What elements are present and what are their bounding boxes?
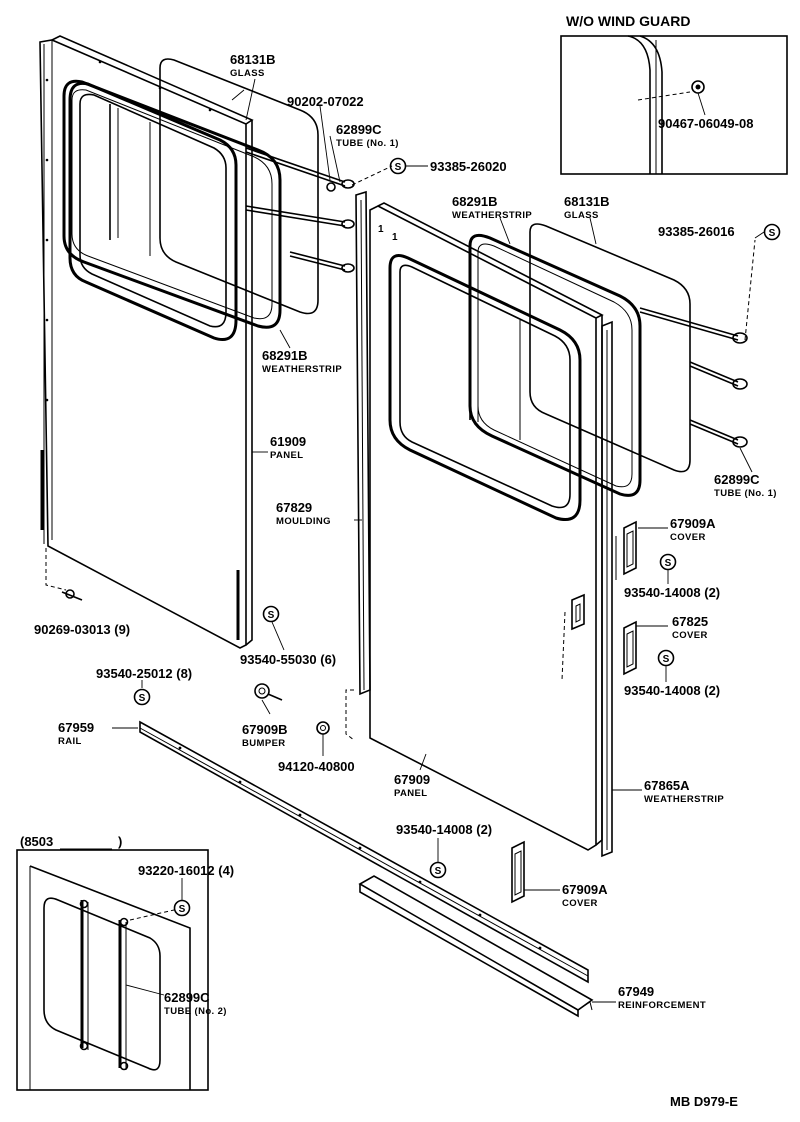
label-67909a-upper-no: 67909A: [670, 516, 716, 531]
label-68291b-rear-name: WEATHERSTRIP: [262, 364, 342, 375]
label-67909a-lower-name: COVER: [562, 898, 598, 909]
screw-symbol-93540-25012: S: [133, 688, 151, 706]
label-93385-26016: 93385-26016: [658, 224, 735, 239]
label-67909b-no: 67909B: [242, 722, 288, 737]
label-61909-no: 61909: [270, 434, 306, 449]
rail: [139, 720, 589, 984]
label-68131b-front-name: GLASS: [564, 210, 599, 221]
screw-symbol-93540-55030: S: [262, 605, 280, 623]
label-93385-26020: 93385-26020: [430, 159, 507, 174]
label-67959-no: 67959: [58, 720, 94, 735]
label-90202-07022: 90202-07022: [287, 94, 364, 109]
label-62899c-rear-name: TUBE (No. 1): [336, 138, 399, 149]
label-67949-name: REINFORCEMENT: [618, 1000, 706, 1011]
inset-8503-part2-no: 62899C: [164, 990, 210, 1005]
inset-8503: (8503 ) S 93220-16012 (4) 62899C TUBE (N…: [16, 834, 234, 1091]
screw-symbol-93385-26016: S: [763, 223, 781, 241]
label-94120-40800: 94120-40800: [278, 759, 355, 774]
label-67909a-upper-name: COVER: [670, 532, 706, 543]
bumper: [254, 683, 283, 701]
label-67825-no: 67825: [672, 614, 708, 629]
labels: 68131B GLASS 90202-07022 62899C TUBE (No…: [34, 52, 777, 1011]
label-67909-name: PANEL: [394, 788, 428, 799]
svg-text:S: S: [665, 558, 672, 569]
label-62899c-front-name: TUBE (No. 1): [714, 488, 777, 499]
svg-text:): ): [118, 834, 122, 849]
front-glass: [529, 223, 691, 473]
svg-text:1: 1: [378, 224, 384, 235]
reinforcement: [358, 875, 594, 1018]
rear-panel-screw: [45, 548, 83, 601]
label-61909-name: PANEL: [270, 450, 304, 461]
label-90269-03013: 90269-03013 (9): [34, 622, 130, 637]
screw-symbol-93385-26020: S: [389, 157, 407, 175]
label-67909a-lower-no: 67909A: [562, 882, 608, 897]
svg-text:1: 1: [392, 232, 398, 243]
label-67829-name: MOULDING: [276, 516, 331, 527]
screw-symbol-93540-14008-b: S: [657, 649, 675, 667]
label-93540-14008-a: 93540-14008 (2): [624, 585, 720, 600]
label-68291b-front-no: 68291B: [452, 194, 498, 209]
label-93540-55030: 93540-55030 (6): [240, 652, 336, 667]
rear-glass: [159, 58, 319, 315]
label-67959-name: RAIL: [58, 736, 82, 747]
label-67865a-no: 67865A: [644, 778, 690, 793]
label-67829-no: 67829: [276, 500, 312, 515]
inset-8503-title: (8503: [20, 834, 53, 849]
cover-67825: [623, 620, 637, 676]
label-93540-14008-b: 93540-14008 (2): [624, 683, 720, 698]
front-weatherstrip: [468, 233, 642, 497]
inset-wind-guard-title: W/O WIND GUARD: [566, 13, 690, 29]
front-door-panel: 1 1: [369, 202, 604, 851]
leader-lines: [112, 78, 765, 1003]
inset-wind-guard: W/O WIND GUARD 90467-06049-08: [560, 13, 788, 175]
moulding: [345, 190, 371, 741]
label-68291b-front-name: WEATHERSTRIP: [452, 210, 532, 221]
label-67909b-name: BUMPER: [242, 738, 286, 749]
svg-text:S: S: [435, 866, 442, 877]
cover-67909a-lower: [511, 840, 525, 904]
cover-67909a-upper: [615, 520, 637, 580]
inset-8503-part1: 93220-16012 (4): [138, 863, 234, 878]
inset-wind-guard-part: 90467-06049-08: [658, 116, 753, 131]
nut: [316, 721, 330, 735]
label-68131b-rear-name: GLASS: [230, 68, 265, 79]
svg-text:S: S: [395, 162, 402, 173]
front-tubes: [639, 239, 756, 448]
inset-8503-part2-name: TUBE (No. 2): [164, 1006, 227, 1017]
label-67909-no: 67909: [394, 772, 430, 787]
label-67865a-name: WEATHERSTRIP: [644, 794, 724, 805]
rear-tubes: [245, 147, 393, 273]
label-62899c-front-no: 62899C: [714, 472, 760, 487]
screw-symbol-93540-14008-a: S: [659, 553, 677, 571]
diagram-code: MB D979-E: [670, 1094, 738, 1109]
rear-weatherstrip: [62, 79, 282, 329]
svg-text:S: S: [139, 693, 146, 704]
svg-text:S: S: [663, 654, 670, 665]
svg-text:S: S: [268, 610, 275, 621]
label-68131b-front-no: 68131B: [564, 194, 610, 209]
label-67949-no: 67949: [618, 984, 654, 999]
label-68291b-rear-no: 68291B: [262, 348, 308, 363]
label-68131b-rear-no: 68131B: [230, 52, 276, 67]
label-67825-name: COVER: [672, 630, 708, 641]
svg-text:S: S: [769, 228, 776, 239]
screw-symbol-93540-14008-c: S: [429, 861, 447, 879]
door-edge-weatherstrip: [601, 320, 613, 858]
label-62899c-rear-no: 62899C: [336, 122, 382, 137]
label-93540-14008-c: 93540-14008 (2): [396, 822, 492, 837]
label-93540-25012: 93540-25012 (8): [96, 666, 192, 681]
svg-text:S: S: [179, 904, 186, 915]
